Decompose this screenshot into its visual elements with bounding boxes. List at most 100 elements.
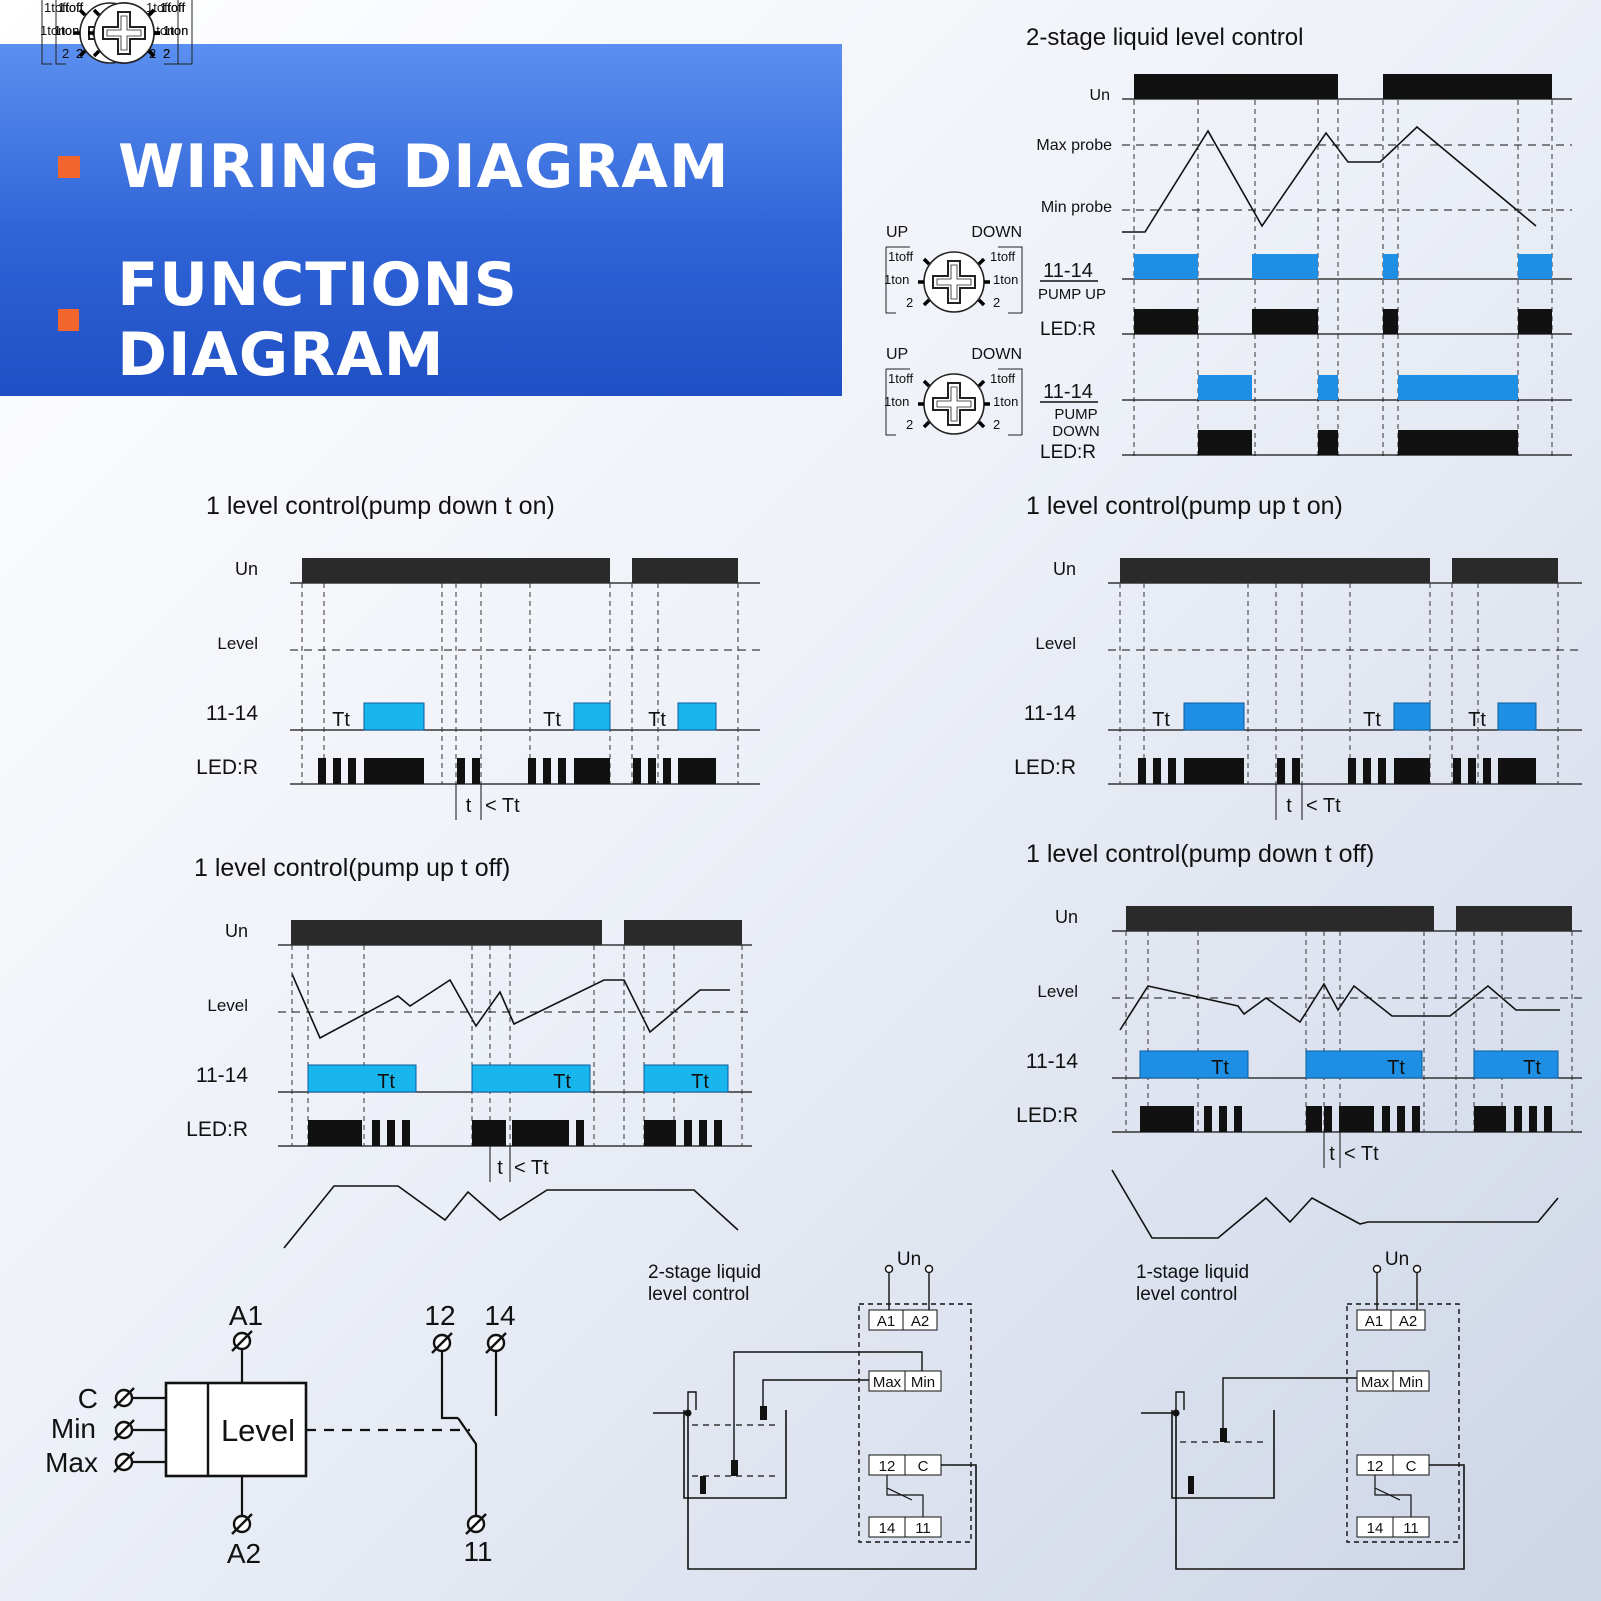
relay-pulse bbox=[677, 702, 717, 731]
relay-pulse bbox=[643, 1064, 729, 1093]
knob-toff-right: 1toff bbox=[990, 371, 1015, 386]
knob-2-left: 2 bbox=[76, 46, 83, 61]
led-label: LED:R bbox=[1016, 1104, 1078, 1127]
led-label: LED:R bbox=[196, 756, 258, 779]
led-flash-bar bbox=[348, 758, 356, 784]
knob-2-left: 2 bbox=[62, 46, 69, 61]
terminal-slash bbox=[485, 1332, 507, 1354]
tt-label: Tt bbox=[377, 1071, 395, 1093]
a1-terminal-label: A1 bbox=[877, 1313, 895, 1330]
terminal-slash bbox=[113, 1451, 135, 1473]
liquid-level-trace bbox=[1122, 125, 1537, 233]
ground-probe-wire bbox=[1175, 1391, 1185, 1413]
level-electrode bbox=[1220, 1428, 1227, 1442]
knob-2-left: 2 bbox=[906, 295, 913, 310]
led-pulse bbox=[644, 1120, 676, 1146]
liquid-level-trace bbox=[1111, 1169, 1559, 1239]
led-pulse bbox=[1134, 309, 1198, 334]
wiring-title: 2-stage liquid bbox=[648, 1262, 761, 1283]
tt-label: Tt bbox=[1211, 1057, 1229, 1079]
knob-toff-left: 1toff bbox=[44, 0, 69, 15]
c-terminal-label: C bbox=[918, 1458, 929, 1475]
led-pulse bbox=[1398, 430, 1518, 455]
t11-terminal-label: 11 bbox=[915, 1520, 931, 1537]
terminal-a2-label: A2 bbox=[227, 1538, 261, 1569]
level-label: Level bbox=[207, 996, 248, 1015]
relay-pulse bbox=[1393, 702, 1431, 731]
knob-toff-right: 1toff bbox=[160, 0, 185, 15]
led-flash-bar bbox=[543, 758, 551, 784]
common-wire bbox=[653, 1412, 977, 1570]
knob-up-label: UP bbox=[886, 346, 908, 363]
pump-down-t-off-diagram: 1 level control(pump down t off)UnLevel1… bbox=[1016, 840, 1582, 1168]
led-flash-bar bbox=[1363, 758, 1371, 784]
led-flash-bar bbox=[1382, 1106, 1390, 1132]
level-label: Level bbox=[1037, 982, 1078, 1001]
input-c-label: C bbox=[78, 1383, 98, 1414]
led-flash-bar bbox=[1138, 758, 1146, 784]
knob-ton-right: 1ton bbox=[163, 23, 188, 38]
min-terminal-label: Min bbox=[1399, 1374, 1423, 1391]
un-on-bar bbox=[302, 558, 610, 583]
panel-title: 1 level control(pump down t off) bbox=[1026, 840, 1374, 868]
tt-label: Tt bbox=[648, 709, 666, 731]
banner-title-functions: FUNCTIONS DIAGRAM bbox=[117, 250, 518, 390]
tt-label: Tt bbox=[1363, 709, 1381, 731]
led-flash-bar bbox=[576, 1120, 584, 1146]
min-terminal bbox=[904, 1370, 942, 1392]
internal-contact bbox=[886, 1475, 924, 1517]
un-label: Un bbox=[1090, 87, 1110, 104]
led-flash-bar bbox=[1168, 758, 1176, 784]
led-pulse bbox=[1394, 758, 1430, 784]
un-on-bar bbox=[1120, 558, 1430, 583]
wiring-title: 1-stage liquid bbox=[1136, 1262, 1249, 1283]
nc-contact-wire bbox=[440, 1351, 458, 1420]
terminal-slash bbox=[113, 1387, 135, 1409]
ground-electrode bbox=[700, 1476, 706, 1494]
led-pulse bbox=[1518, 309, 1552, 334]
tank-outline bbox=[683, 1410, 787, 1499]
tt-label: Tt bbox=[1387, 1057, 1405, 1079]
knob-ton-left: 1ton bbox=[40, 23, 65, 38]
terminal-slash bbox=[431, 1332, 453, 1354]
internal-contact-switch bbox=[1374, 1487, 1401, 1501]
relay-pulse bbox=[1518, 254, 1552, 279]
led-flash-bar bbox=[402, 1120, 410, 1146]
bullet-square-icon bbox=[58, 156, 80, 178]
panel-title: 2-stage liquid level control bbox=[1026, 24, 1304, 51]
t14-terminal-label: 14 bbox=[1367, 1520, 1384, 1537]
relay-label: 11-14 bbox=[1026, 1050, 1078, 1073]
un-on-bar bbox=[291, 920, 602, 945]
un-on-bar bbox=[632, 558, 738, 583]
relay-pulse bbox=[1473, 1050, 1559, 1079]
min-probe-wire bbox=[762, 1379, 869, 1420]
tt-label: Tt bbox=[1523, 1057, 1541, 1079]
led-flash-bar bbox=[1292, 758, 1300, 784]
led-pulse bbox=[1383, 309, 1398, 334]
t14-terminal-label: 14 bbox=[879, 1520, 896, 1537]
led-flash-bar bbox=[528, 758, 536, 784]
led-pulse bbox=[574, 758, 610, 784]
supply-post-icon bbox=[924, 1264, 934, 1274]
led-pulse bbox=[1318, 430, 1338, 455]
led-flash-bar bbox=[1468, 758, 1476, 784]
relay-pulse bbox=[1134, 254, 1198, 279]
ground-electrode bbox=[1188, 1476, 1194, 1494]
knob-up-label: UP bbox=[886, 224, 908, 241]
wiring-title: level control bbox=[648, 1284, 749, 1305]
common-wire bbox=[1141, 1412, 1465, 1570]
knob-2-left: 2 bbox=[76, 46, 83, 61]
led-flash-bar bbox=[663, 758, 671, 784]
led-flash-bar bbox=[1397, 1106, 1405, 1132]
t-label: t bbox=[1286, 795, 1292, 817]
lt-tt-label: < Tt bbox=[485, 795, 520, 817]
tt-label: Tt bbox=[553, 1071, 571, 1093]
terminal-slash bbox=[113, 1419, 135, 1441]
a2-terminal-label: A2 bbox=[911, 1313, 929, 1330]
t-label: t bbox=[1329, 1143, 1335, 1165]
level-label: Level bbox=[1035, 634, 1076, 653]
relay-pulse bbox=[1497, 702, 1537, 731]
t-label: t bbox=[497, 1157, 503, 1179]
led-flash-bar bbox=[648, 758, 656, 784]
